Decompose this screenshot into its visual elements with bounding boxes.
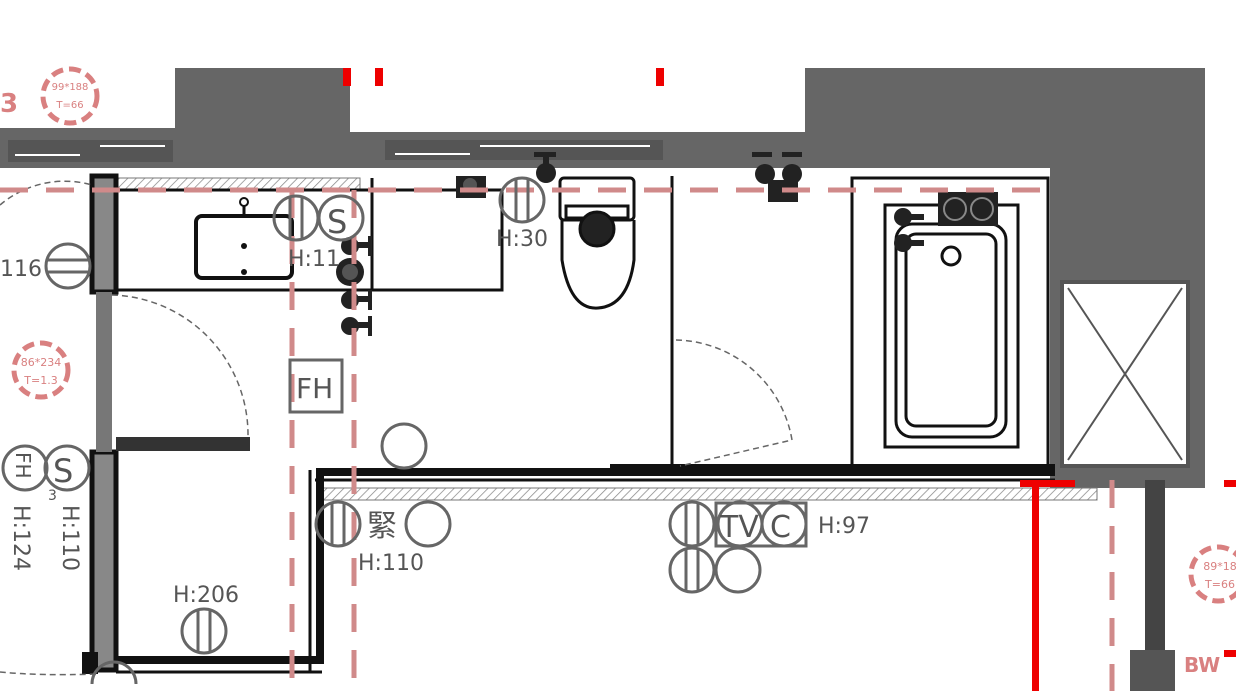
tag2-line2: T=66 [1204,578,1235,591]
label-h110-vertical: H:110 [57,505,82,571]
label-fh: FH [296,372,333,405]
hatched-wall-bottom [321,487,1098,501]
label-c: C [770,510,791,545]
interior-walls [82,173,1055,674]
label-h11: H:11 [288,247,340,272]
tag-top-line2: T=66 [55,100,83,111]
bathtub-icon [850,176,1050,468]
outlet-icon [1,176,808,685]
label-fh-small: FH [11,452,35,479]
window-middle [385,140,663,160]
door-swings [0,180,793,676]
label-h97: H:97 [818,514,870,539]
left-wall-lower [89,449,119,673]
tag-top-line1: 99*188 [52,82,89,93]
tag-circle-1 [11,340,71,400]
exterior-walls [0,68,1205,691]
tag-circle-top [40,66,100,126]
label-tv: TV [719,510,759,545]
material-tags: 99*188 T=66 86*234 T=1.3 89*18 T=66 BW 3 [0,66,1236,677]
label-s-left: S [53,452,73,490]
tag-edge-mark: 3 [0,89,18,119]
label-116: 116 [0,257,42,282]
left-wall-upper [89,173,119,295]
label-h30: H:30 [496,227,548,252]
valve-cluster [336,236,372,336]
label-jin: 緊 [367,509,397,544]
wall-column-right [805,68,1205,168]
tag2-line1: 89*18 [1203,560,1236,573]
red-markers [343,68,1236,691]
label-h110: H:110 [358,551,424,576]
toilet-icon [558,176,636,310]
label-h206: H:206 [173,583,239,608]
tag-circle-2 [1188,544,1236,604]
label-s-top: S [327,203,347,241]
tag1-line1: 86*234 [21,356,62,369]
label-3: 3 [48,488,57,504]
tag-bw: BW [1184,653,1220,677]
label-h124: H:124 [8,505,33,571]
vanity [114,178,504,292]
window-left [8,140,173,162]
tag1-line2: T=1.3 [23,374,57,387]
wall-column-left [175,68,350,168]
